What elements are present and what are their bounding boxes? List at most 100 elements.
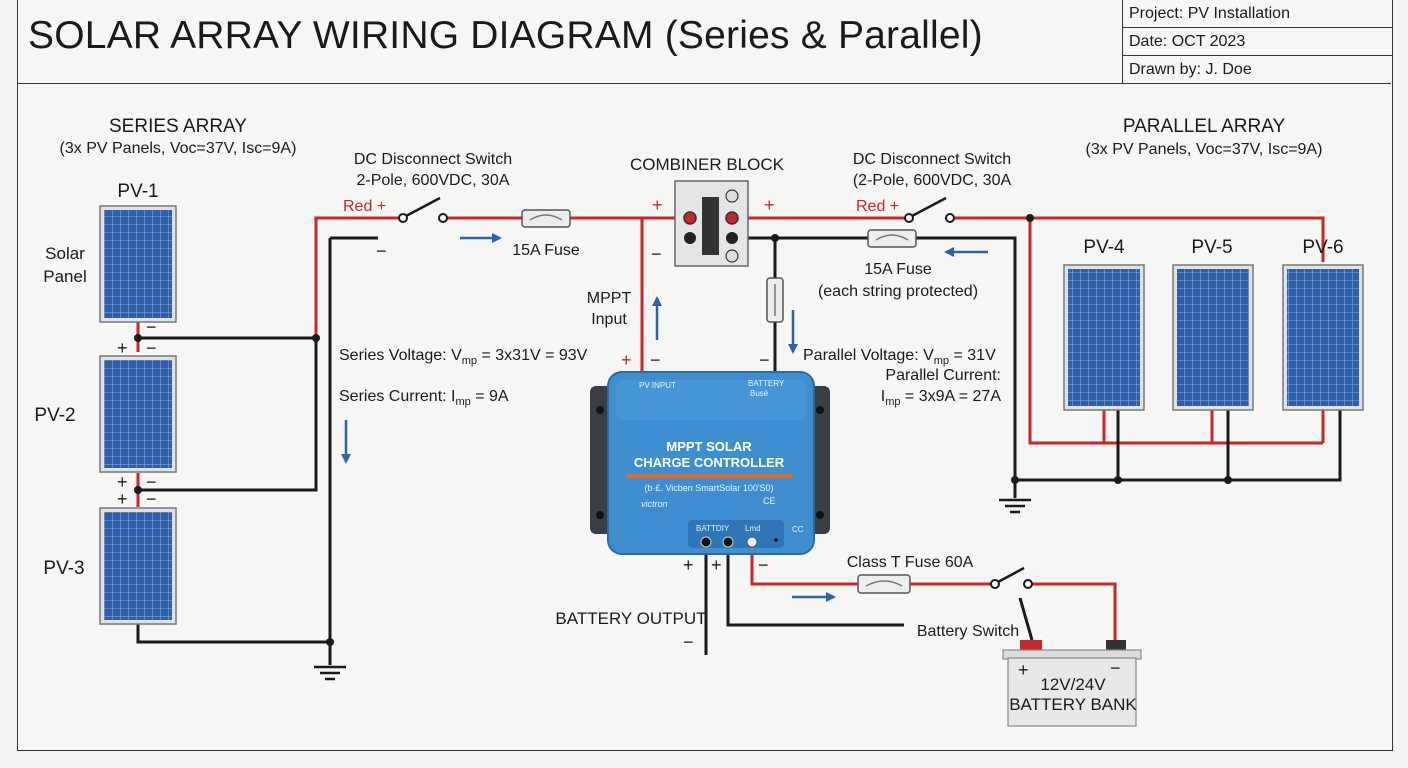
combiner-screw: [725, 189, 739, 203]
page-title: SOLAR ARRAY WIRING DIAGRAM (Series & Par…: [28, 14, 983, 57]
left-fuse: 15A Fuse: [512, 209, 580, 259]
pv2-label: PV-2: [34, 405, 75, 426]
pv3-label: PV-3: [43, 558, 84, 579]
pv6-label: PV-6: [1302, 237, 1343, 258]
pv3-panel: [99, 507, 177, 625]
pv-input-label: PV INPUT: [639, 381, 676, 390]
series-array: SERIES ARRAY (3x PV Panels, Voc=37V, Isc…: [34, 116, 297, 625]
junction-dot: [326, 638, 334, 646]
switch-contact: [904, 213, 914, 223]
combiner-positive-terminal: [725, 211, 739, 225]
drawn-by-field: Drawn by: J. Doe: [1129, 61, 1252, 78]
left-switch-title: DC Disconnect Switch: [354, 151, 512, 168]
switch-lever: [911, 196, 947, 218]
controller-terminal-panel: [688, 520, 784, 548]
series-current-text: Series Current: Imp = 9A: [339, 388, 509, 408]
load-terminal: [746, 536, 758, 548]
battery-terminal: [722, 536, 734, 548]
minus-sign: −: [759, 350, 770, 370]
combiner-label: COMBINER BLOCK: [630, 155, 785, 174]
parallel-array: PARALLEL ARRAY (3x PV Panels, Voc=37V, I…: [1063, 116, 1364, 411]
pv2-panel: [99, 355, 177, 473]
battery-bank: + − 12V/24V BATTERY BANK: [1002, 640, 1142, 727]
switch-contact: [438, 213, 448, 223]
junction-dot: [134, 486, 142, 494]
battery-bank-label: BATTERY BANK: [1009, 695, 1137, 714]
series-calc: Series Voltage: Vmp = 3x31V = 93V Series…: [339, 347, 588, 408]
pv4-label: PV-4: [1083, 237, 1125, 258]
switch-lever: [997, 566, 1025, 584]
right-switch-rating: (2-Pole, 600VDC, 30A: [853, 172, 1012, 189]
minus-sign: −: [1110, 658, 1121, 678]
parallel-negative-wire: [916, 236, 1017, 498]
series-array-spec: (3x PV Panels, Voc=37V, Isc=9A): [60, 140, 297, 157]
minus-sign: −: [651, 244, 662, 264]
output-polarity-marks: + + − −: [683, 555, 769, 652]
port-load-label: Lmd: [745, 524, 761, 533]
combiner-bus-bar: [702, 197, 719, 255]
switch-contact: [1023, 579, 1033, 589]
junction-dot: [1114, 476, 1122, 484]
battery-switch-lead: [1018, 597, 1034, 641]
battery-top-label: BATTERY: [748, 379, 785, 388]
solar-panel-label: Solar Panel: [43, 244, 87, 286]
junction-dot: [771, 234, 779, 242]
right-fuse: 15A Fuse (each string protected): [818, 229, 978, 300]
right-disconnect-switch: DC Disconnect Switch (2-Pole, 600VDC, 30…: [853, 151, 1012, 223]
right-fuse-label: 15A Fuse: [864, 261, 932, 278]
right-fuse-note: (each string protected): [818, 283, 978, 300]
switch-contact: [398, 213, 408, 223]
mppt-input-label: MPPT: [587, 290, 632, 307]
parallel-current-label: Parallel Current:: [885, 367, 1001, 384]
plus-sign: +: [117, 472, 128, 492]
pv5-label: PV-5: [1191, 237, 1232, 258]
parallel-array-spec: (3x PV Panels, Voc=37V, Isc=9A): [1086, 141, 1323, 158]
pv6-panel: [1282, 264, 1364, 411]
mppt-charge-controller: PV INPUT BATTERY Busé MPPT SOLAR CHARGE …: [590, 371, 830, 555]
port-battery-label: BATTDIY: [696, 524, 730, 533]
combiner-negative-terminal: [684, 232, 696, 244]
left-switch-rating: 2-Pole, 600VDC, 30A: [357, 172, 510, 189]
battery-output-label: BATTERY OUTPUT: [555, 609, 706, 628]
left-fuse-label: 15A Fuse: [512, 242, 580, 259]
battery-case: [1007, 657, 1137, 727]
plus-sign: +: [711, 555, 722, 575]
parallel-positive-bus: [1028, 218, 1323, 445]
switch-contact: [990, 579, 1000, 589]
junction-dot: [134, 334, 142, 342]
series-voltage-text: Series Voltage: Vmp = 3x31V = 93V: [339, 347, 588, 367]
minus-sign: −: [376, 241, 387, 261]
battery-positive-post: [1020, 640, 1042, 652]
battery-switch: Battery Switch: [917, 566, 1033, 640]
plus-sign: +: [683, 555, 694, 575]
right-red-wire-label: Red +: [856, 198, 899, 215]
controller-stripe: [626, 474, 792, 478]
parallel-array-heading: PARALLEL ARRAY: [1123, 116, 1286, 137]
switch-contact: [945, 213, 955, 223]
brand-logo: victron: [641, 499, 668, 509]
battery-negative-post: [1106, 640, 1126, 652]
parallel-positive-wire: [952, 216, 1325, 262]
battery-switch-label: Battery Switch: [917, 623, 1019, 640]
pv4-panel: [1063, 264, 1145, 411]
ce-mark: CE: [763, 496, 776, 506]
parallel-current-text: Imp = 3x9A = 27A: [881, 388, 1002, 408]
port-cc-label: CC: [792, 525, 804, 534]
minus-sign: −: [146, 338, 157, 358]
junction-dot: [1026, 214, 1034, 222]
minus-sign: −: [146, 472, 157, 492]
switch-lever: [405, 196, 441, 218]
pv5-panel: [1172, 264, 1254, 411]
solar-panel-label-box: Solar Panel: [43, 244, 87, 286]
pv1-panel: [99, 205, 177, 323]
junction-dots: [134, 214, 1232, 646]
mppt-positive-wire: [640, 216, 690, 372]
plus-sign: +: [117, 338, 128, 358]
combiner-negative-terminal: [726, 232, 738, 244]
minus-sign: −: [758, 555, 769, 575]
series-negative-return: [136, 622, 330, 644]
battery-positive-wire: [1030, 582, 1117, 640]
junction-dot: [1011, 476, 1019, 484]
project-field: Project: PV Installation: [1123, 0, 1392, 28]
vertical-fuse: [766, 277, 784, 323]
